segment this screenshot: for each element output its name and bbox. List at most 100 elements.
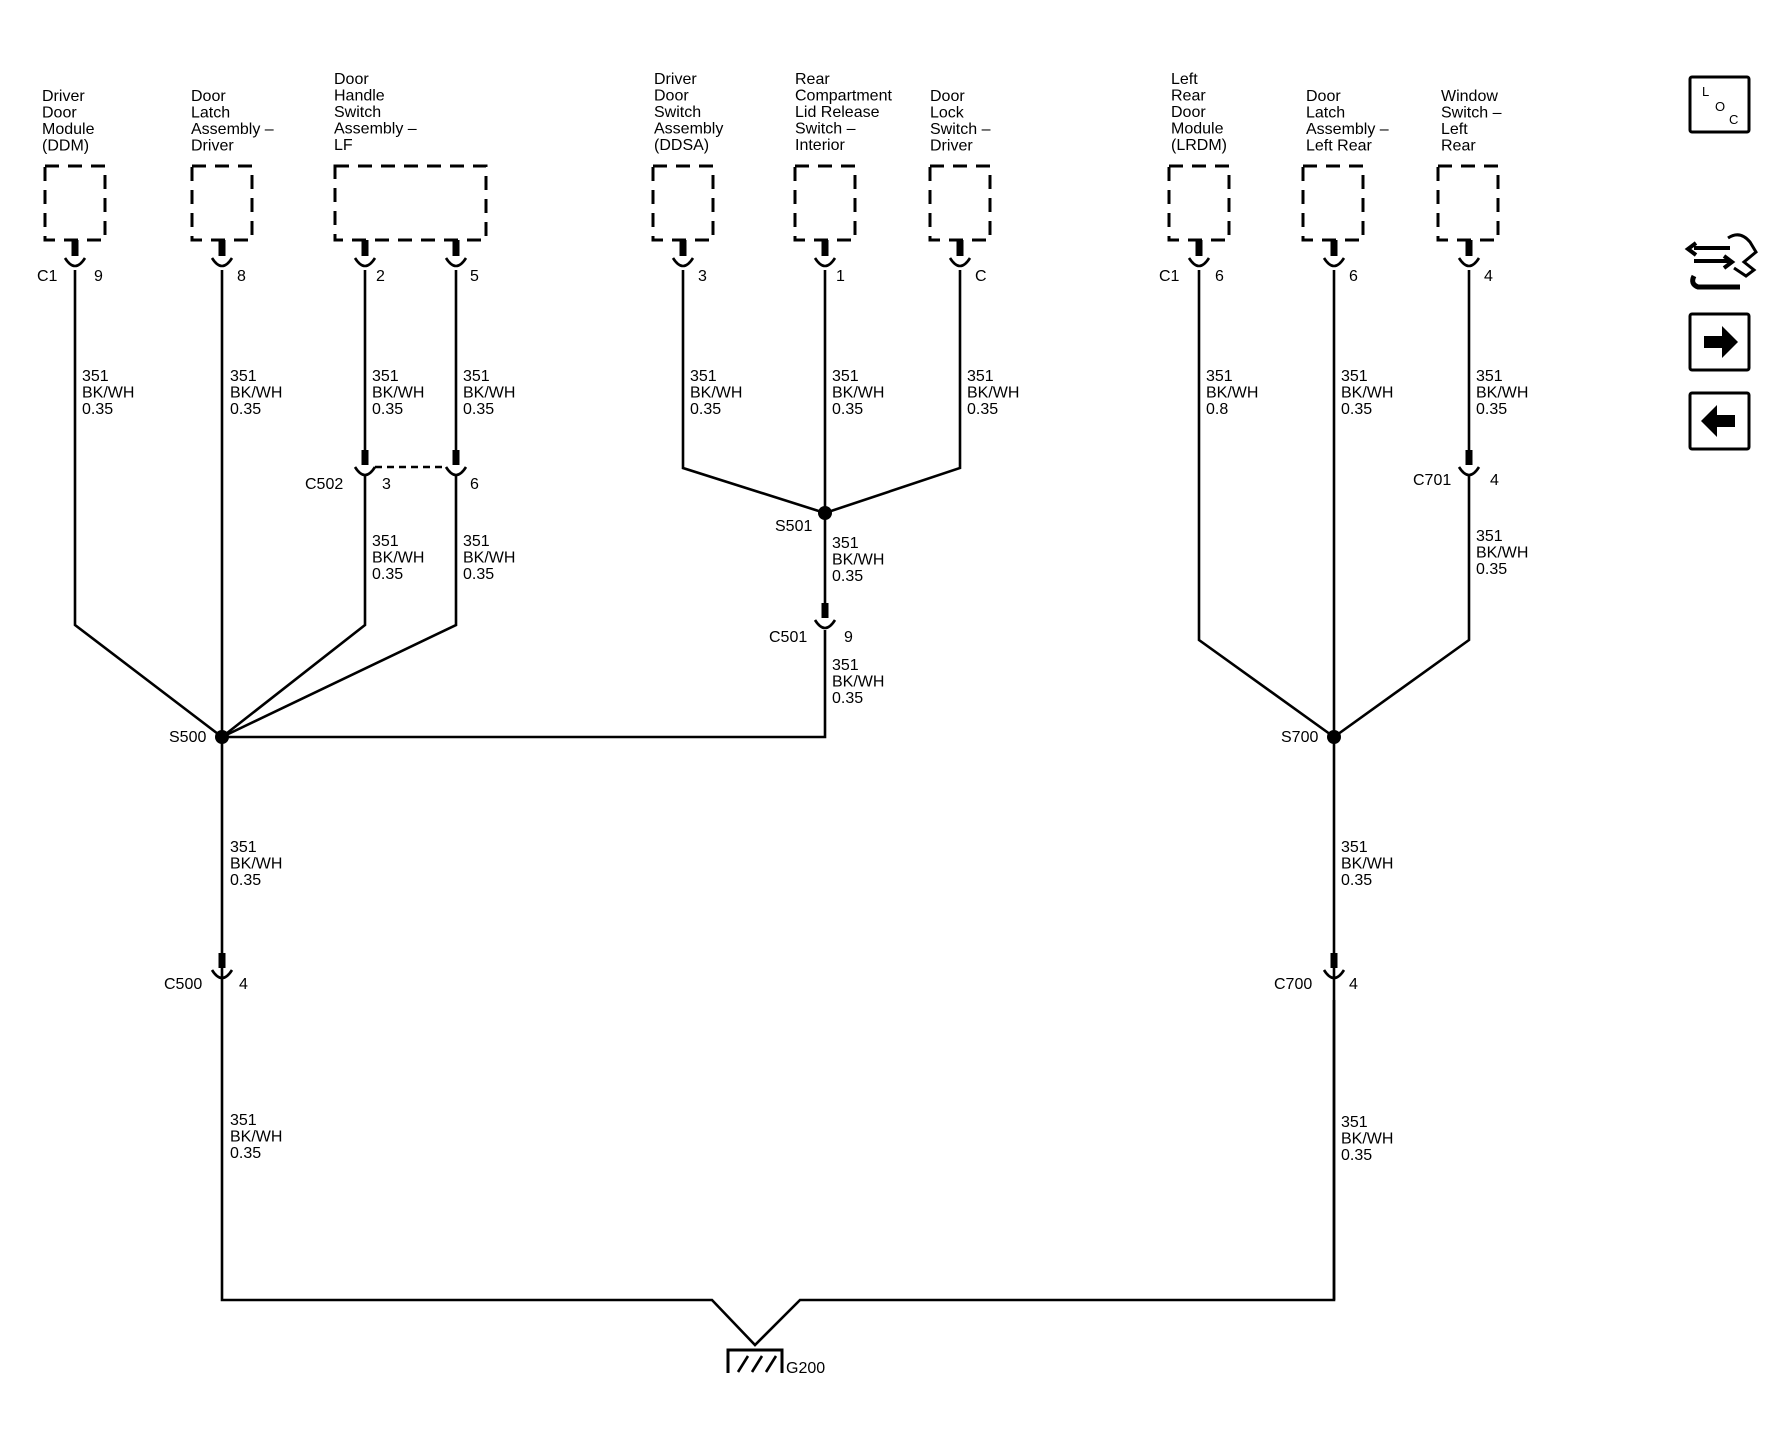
component-label-line: Lock — [930, 105, 965, 122]
forward-button[interactable] — [1688, 312, 1751, 372]
wire-circuit: 351 — [230, 368, 257, 385]
inline-connectors — [210, 450, 1481, 980]
component-label-line: Door — [191, 88, 226, 105]
wire-color: BK/WH — [1341, 385, 1393, 402]
component-label-line: Door — [334, 71, 369, 88]
splice-s700 — [1327, 730, 1341, 744]
wire-color: BK/WH — [1206, 385, 1258, 402]
connector-c700 — [1322, 953, 1346, 980]
component-label-line: (LRDM) — [1171, 137, 1227, 154]
wire-gauge: 0.35 — [1476, 401, 1507, 418]
pin-label: 4 — [1349, 976, 1358, 993]
component-label-line: Switch — [334, 104, 381, 121]
component-label-line: Window — [1441, 88, 1498, 105]
connector-label-c500: C500 — [164, 976, 202, 993]
wire-color: BK/WH — [372, 385, 424, 402]
wire-gauge: 0.35 — [1341, 401, 1372, 418]
connector-latch-lr — [1322, 240, 1346, 268]
wire-color: BK/WH — [1476, 385, 1528, 402]
wire-color: BK/WH — [832, 674, 884, 691]
pin-label: 8 — [237, 268, 246, 285]
component-label-line: Switch – — [1441, 105, 1502, 122]
pin-label: 3 — [698, 268, 707, 285]
connector-label-c502: C502 — [305, 476, 343, 493]
wire-color: BK/WH — [690, 385, 742, 402]
component-label-line: Module — [42, 121, 95, 138]
connector-c701 — [1457, 450, 1481, 477]
component-label-line: Left — [1441, 121, 1468, 138]
component-label-line: (DDM) — [42, 138, 89, 155]
wire-color: BK/WH — [967, 385, 1019, 402]
wire-circuit: 351 — [372, 368, 399, 385]
connector-window-lr — [1457, 240, 1481, 268]
pin-label: C — [975, 268, 987, 285]
pin-label: 6 — [1349, 268, 1358, 285]
wire-gauge: 0.35 — [690, 401, 721, 418]
loc-button[interactable]: L O C — [1688, 75, 1751, 134]
component-label-line: Switch – — [930, 121, 991, 138]
wire-circuit: 351 — [1341, 368, 1368, 385]
wire-gauge: 0.35 — [967, 401, 998, 418]
component-label-line: Left Rear — [1306, 138, 1372, 155]
wire-gauge: 0.35 — [372, 401, 403, 418]
wire-color: BK/WH — [1341, 856, 1393, 873]
connector-label-c501: C501 — [769, 629, 807, 646]
wire-color: BK/WH — [230, 856, 282, 873]
wire-gauge: 0.35 — [832, 568, 863, 585]
component-label-line: Door — [1306, 88, 1341, 105]
component-label-line: Door — [1171, 104, 1206, 121]
component-label-line: Left — [1171, 71, 1198, 88]
pin-label: 1 — [836, 268, 845, 285]
wire-circuit: 351 — [230, 1112, 257, 1129]
component-box-window-lr — [1436, 164, 1500, 242]
component-label-line: Latch — [191, 105, 230, 122]
connector-c1-lrdm — [1187, 240, 1211, 268]
splice-label-s501: S501 — [775, 518, 812, 535]
wire-circuit: 351 — [1476, 368, 1503, 385]
component-label-line: Assembly – — [191, 121, 274, 138]
loc-icon: L — [1702, 84, 1709, 99]
connector-tools-icon[interactable] — [1684, 233, 1758, 290]
wire-gauge: 0.35 — [82, 401, 113, 418]
pin-label: 3 — [382, 476, 391, 493]
back-button[interactable] — [1688, 391, 1751, 451]
arrow-left-icon — [1701, 405, 1735, 437]
wire-gauge: 0.35 — [832, 690, 863, 707]
component-box-rear-comp — [793, 164, 857, 242]
pin-label: 4 — [1484, 268, 1493, 285]
wire-circuit: 351 — [82, 368, 109, 385]
component-box-ddm — [43, 164, 107, 242]
wire-circuit: 351 — [372, 533, 399, 550]
pin-label: 6 — [1215, 268, 1224, 285]
splice-label-s700: S700 — [1281, 729, 1318, 746]
connector-label-c1-right: C1 — [1159, 268, 1180, 285]
wire-color: BK/WH — [832, 385, 884, 402]
pin-label: 6 — [470, 476, 479, 493]
component-label-line: Handle — [334, 88, 385, 105]
component-label-line: LF — [334, 137, 353, 154]
wire-color: BK/WH — [230, 1129, 282, 1146]
component-label-line: Compartment — [795, 88, 892, 105]
connector-lock-driver — [948, 240, 972, 268]
component-box-ddsa — [651, 164, 715, 242]
pin-label: 9 — [94, 268, 103, 285]
wire-circuit: 351 — [967, 368, 994, 385]
connector-labels: C1 9 8 2 5 3 1 C C1 6 6 4 C502 3 6 C501 … — [37, 268, 1499, 1377]
